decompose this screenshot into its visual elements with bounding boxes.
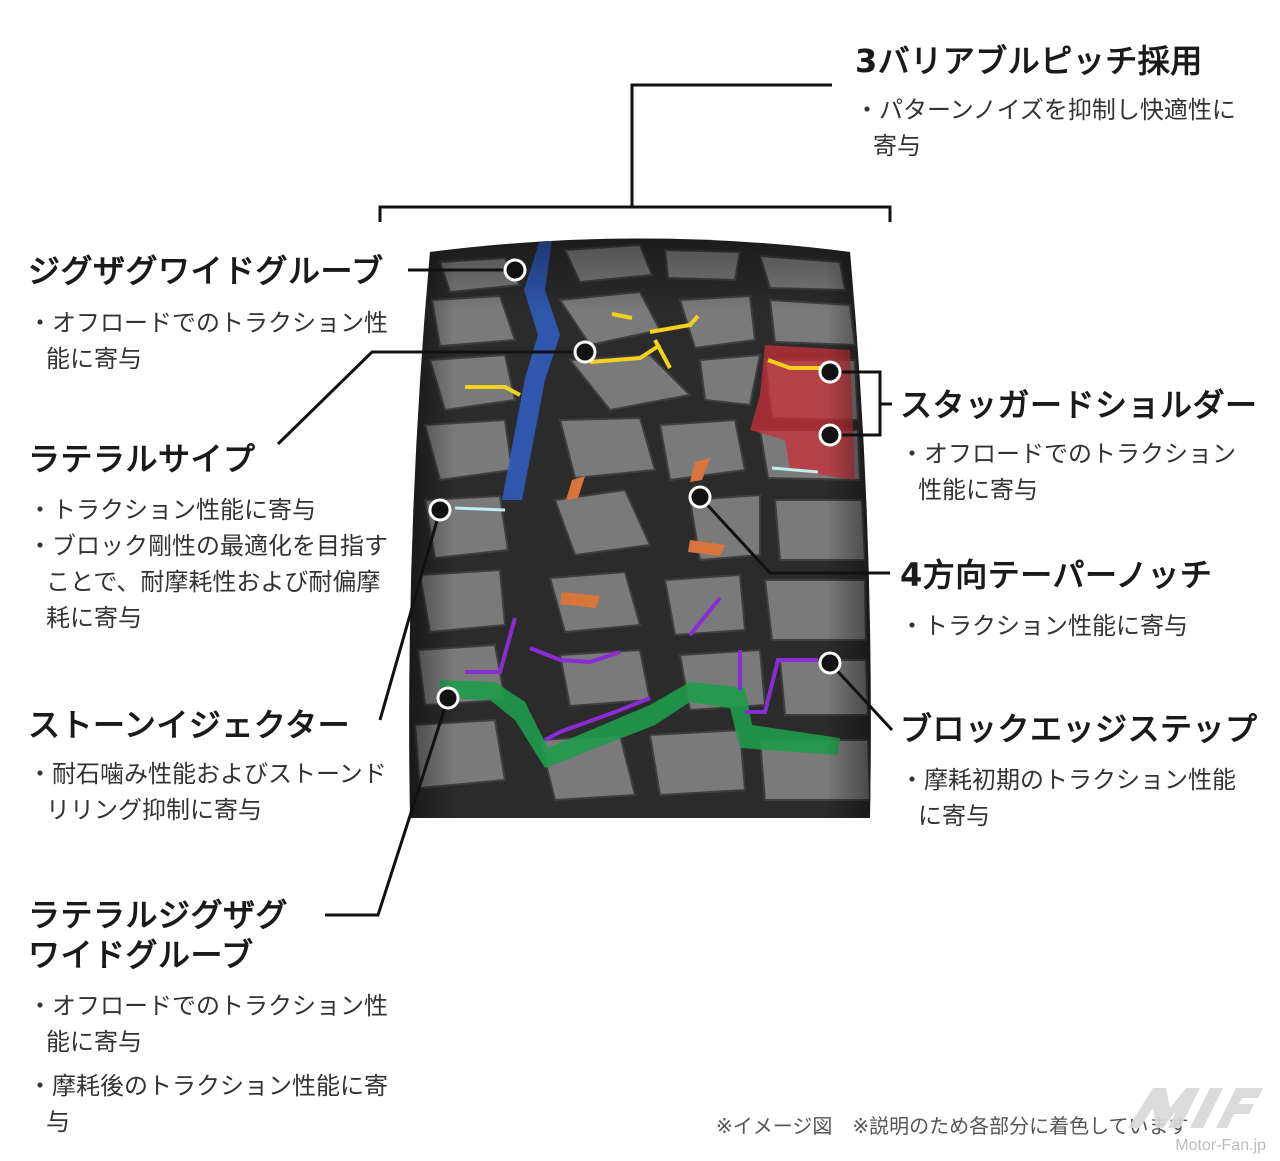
watermark-text: Motor-Fan.jp bbox=[1175, 1137, 1266, 1154]
desc-item: ・パターンノイズを抑制し快適性に寄与 bbox=[855, 96, 1236, 160]
label-lateral-zigzag-title-line2: ワイドグルーブ bbox=[28, 936, 254, 974]
label-zigzag-desc: ・オフロードでのトラクション性能に寄与 bbox=[28, 305, 388, 377]
dot-lateral-sipe bbox=[573, 340, 597, 364]
label-lateral-zigzag-title-line1: ラテラルジグザグ bbox=[28, 896, 289, 934]
label-lateral-sipe-title: ラテラルサイプ bbox=[28, 440, 256, 478]
label-lateral-sipe-desc: ・トラクション性能に寄与 ・ブロック剛性の最適化を目指すことで、耐摩耗性および耐… bbox=[28, 492, 388, 636]
marker-dots bbox=[428, 258, 842, 710]
label-zigzag-title: ジグザグワイドグルーブ bbox=[28, 252, 384, 290]
label-block-edge-step-title: ブロックエッジステップ bbox=[900, 710, 1258, 748]
dot-block-edge-step bbox=[818, 651, 842, 675]
label-stone-ejector-desc: ・耐石噛み性能およびストーンドリリング抑制に寄与 bbox=[28, 756, 388, 828]
label-variable-pitch-title: 3バリアブルピッチ採用 bbox=[855, 42, 1203, 80]
desc-item: ・摩耗後のトラクション性能に寄与 bbox=[28, 1072, 388, 1136]
dot-shoulder-2 bbox=[818, 423, 842, 447]
desc-item: ・摩耗初期のトラクション性能に寄与 bbox=[900, 766, 1236, 830]
dot-zigzag bbox=[503, 258, 527, 282]
label-staggered-shoulder-desc: ・オフロードでのトラクション性能に寄与 bbox=[900, 436, 1250, 508]
leader-stone-ejector bbox=[378, 509, 442, 721]
desc-item: ・トラクション性能に寄与 bbox=[28, 496, 316, 524]
desc-item: ・オフロードでのトラクション性能に寄与 bbox=[900, 440, 1236, 504]
tire-tread bbox=[409, 238, 871, 818]
leader-lateral-sipe bbox=[276, 350, 585, 446]
dot-lateral-zigzag bbox=[436, 686, 460, 710]
dot-shoulder-1 bbox=[818, 360, 842, 384]
desc-item: ・耐石噛み性能およびストーンドリリング抑制に寄与 bbox=[28, 760, 387, 824]
leader-lateral-zigzag bbox=[325, 697, 450, 917]
footnote: ※イメージ図 ※説明のため各部分に着色しています bbox=[716, 1114, 1189, 1138]
label-block-edge-step-desc: ・摩耗初期のトラクション性能に寄与 bbox=[900, 762, 1245, 834]
label-variable-pitch-desc: ・パターンノイズを抑制し快適性に寄与 bbox=[855, 92, 1240, 164]
dot-stone-ejector bbox=[428, 498, 452, 522]
label-staggered-shoulder-title: スタッガードショルダー bbox=[900, 386, 1258, 424]
leader-taper-notch bbox=[698, 495, 890, 575]
label-lateral-zigzag-desc: ・オフロードでのトラクション性能に寄与 ・摩耗後のトラクション性能に寄与 bbox=[28, 988, 388, 1140]
pitch-bracket bbox=[378, 83, 892, 222]
label-stone-ejector-title: ストーンイジェクター bbox=[28, 706, 351, 744]
desc-item: ・オフロードでのトラクション性能に寄与 bbox=[28, 992, 388, 1056]
leader-block-edge-step bbox=[828, 661, 894, 732]
motor-fan-logo bbox=[1128, 1088, 1263, 1128]
desc-item: ・トラクション性能に寄与 bbox=[900, 612, 1188, 640]
dot-taper-notch bbox=[688, 485, 712, 509]
label-taper-notch-title: 4方向テーパーノッチ bbox=[900, 556, 1213, 594]
leader-lines bbox=[276, 268, 894, 917]
label-taper-notch-desc: ・トラクション性能に寄与 bbox=[900, 608, 1250, 644]
desc-item: ・オフロードでのトラクション性能に寄与 bbox=[28, 309, 388, 373]
desc-item: ・ブロック剛性の最適化を目指すことで、耐摩耗性および耐偏摩耗に寄与 bbox=[28, 532, 388, 632]
